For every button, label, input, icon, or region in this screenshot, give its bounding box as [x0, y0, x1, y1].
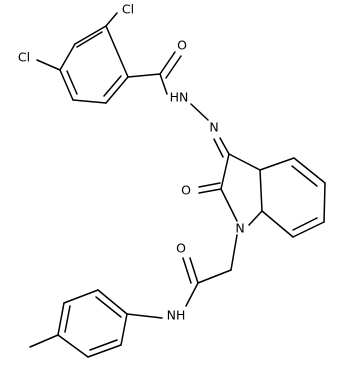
- bond: [126, 313, 163, 319]
- bond: [323, 182, 326, 223]
- atom-label-layer: Cl Cl O HN N O N O NH: [18, 2, 245, 323]
- bond: [72, 99, 107, 104]
- bond: [59, 69, 74, 101]
- bond: [197, 269, 232, 284]
- bond: [259, 169, 263, 212]
- oxygen-label: O: [177, 38, 187, 53]
- bond: [182, 257, 192, 284]
- bond: [220, 188, 238, 222]
- bond: [103, 75, 122, 97]
- bond: [59, 43, 76, 71]
- bond: [292, 217, 318, 231]
- bond-layer: [29, 12, 326, 358]
- bond: [189, 257, 199, 284]
- bond: [97, 289, 128, 315]
- bond: [36, 59, 61, 71]
- bond: [159, 73, 168, 95]
- nitrogen-label: N: [235, 221, 244, 236]
- amide-nh-label: NH: [167, 308, 186, 323]
- bond: [89, 339, 118, 351]
- nitrogen-label: N: [209, 120, 218, 135]
- bond: [230, 234, 238, 271]
- bond: [76, 31, 103, 48]
- bond: [198, 188, 222, 194]
- bond: [159, 51, 176, 75]
- bond: [213, 138, 224, 158]
- bond: [57, 334, 89, 358]
- bond: [95, 296, 122, 318]
- bond: [29, 334, 59, 348]
- bond: [57, 302, 65, 336]
- bond: [261, 210, 294, 238]
- bond: [165, 55, 182, 79]
- bond: [105, 12, 118, 27]
- bond: [259, 157, 295, 171]
- chlorine-label: Cl: [122, 2, 134, 17]
- bond: [74, 25, 107, 45]
- bond: [292, 221, 325, 238]
- bond: [219, 137, 230, 155]
- bond: [198, 182, 221, 188]
- bond: [120, 313, 128, 346]
- bond: [220, 153, 230, 190]
- bond: [248, 210, 263, 226]
- bond: [293, 157, 326, 184]
- bond: [127, 73, 161, 78]
- bond: [87, 344, 122, 358]
- bond: [228, 153, 261, 171]
- bond: [105, 76, 129, 104]
- chlorine-label: Cl: [18, 50, 30, 65]
- bond: [185, 282, 199, 307]
- oxygen-label: O: [181, 183, 191, 198]
- bond: [291, 165, 318, 187]
- bond: [63, 289, 99, 304]
- oxygen-label: O: [176, 241, 186, 256]
- hydrazide-nh-label: HN: [170, 90, 189, 105]
- bond: [66, 70, 78, 95]
- bond: [105, 25, 129, 78]
- bond: [64, 305, 71, 333]
- bond: [190, 103, 209, 121]
